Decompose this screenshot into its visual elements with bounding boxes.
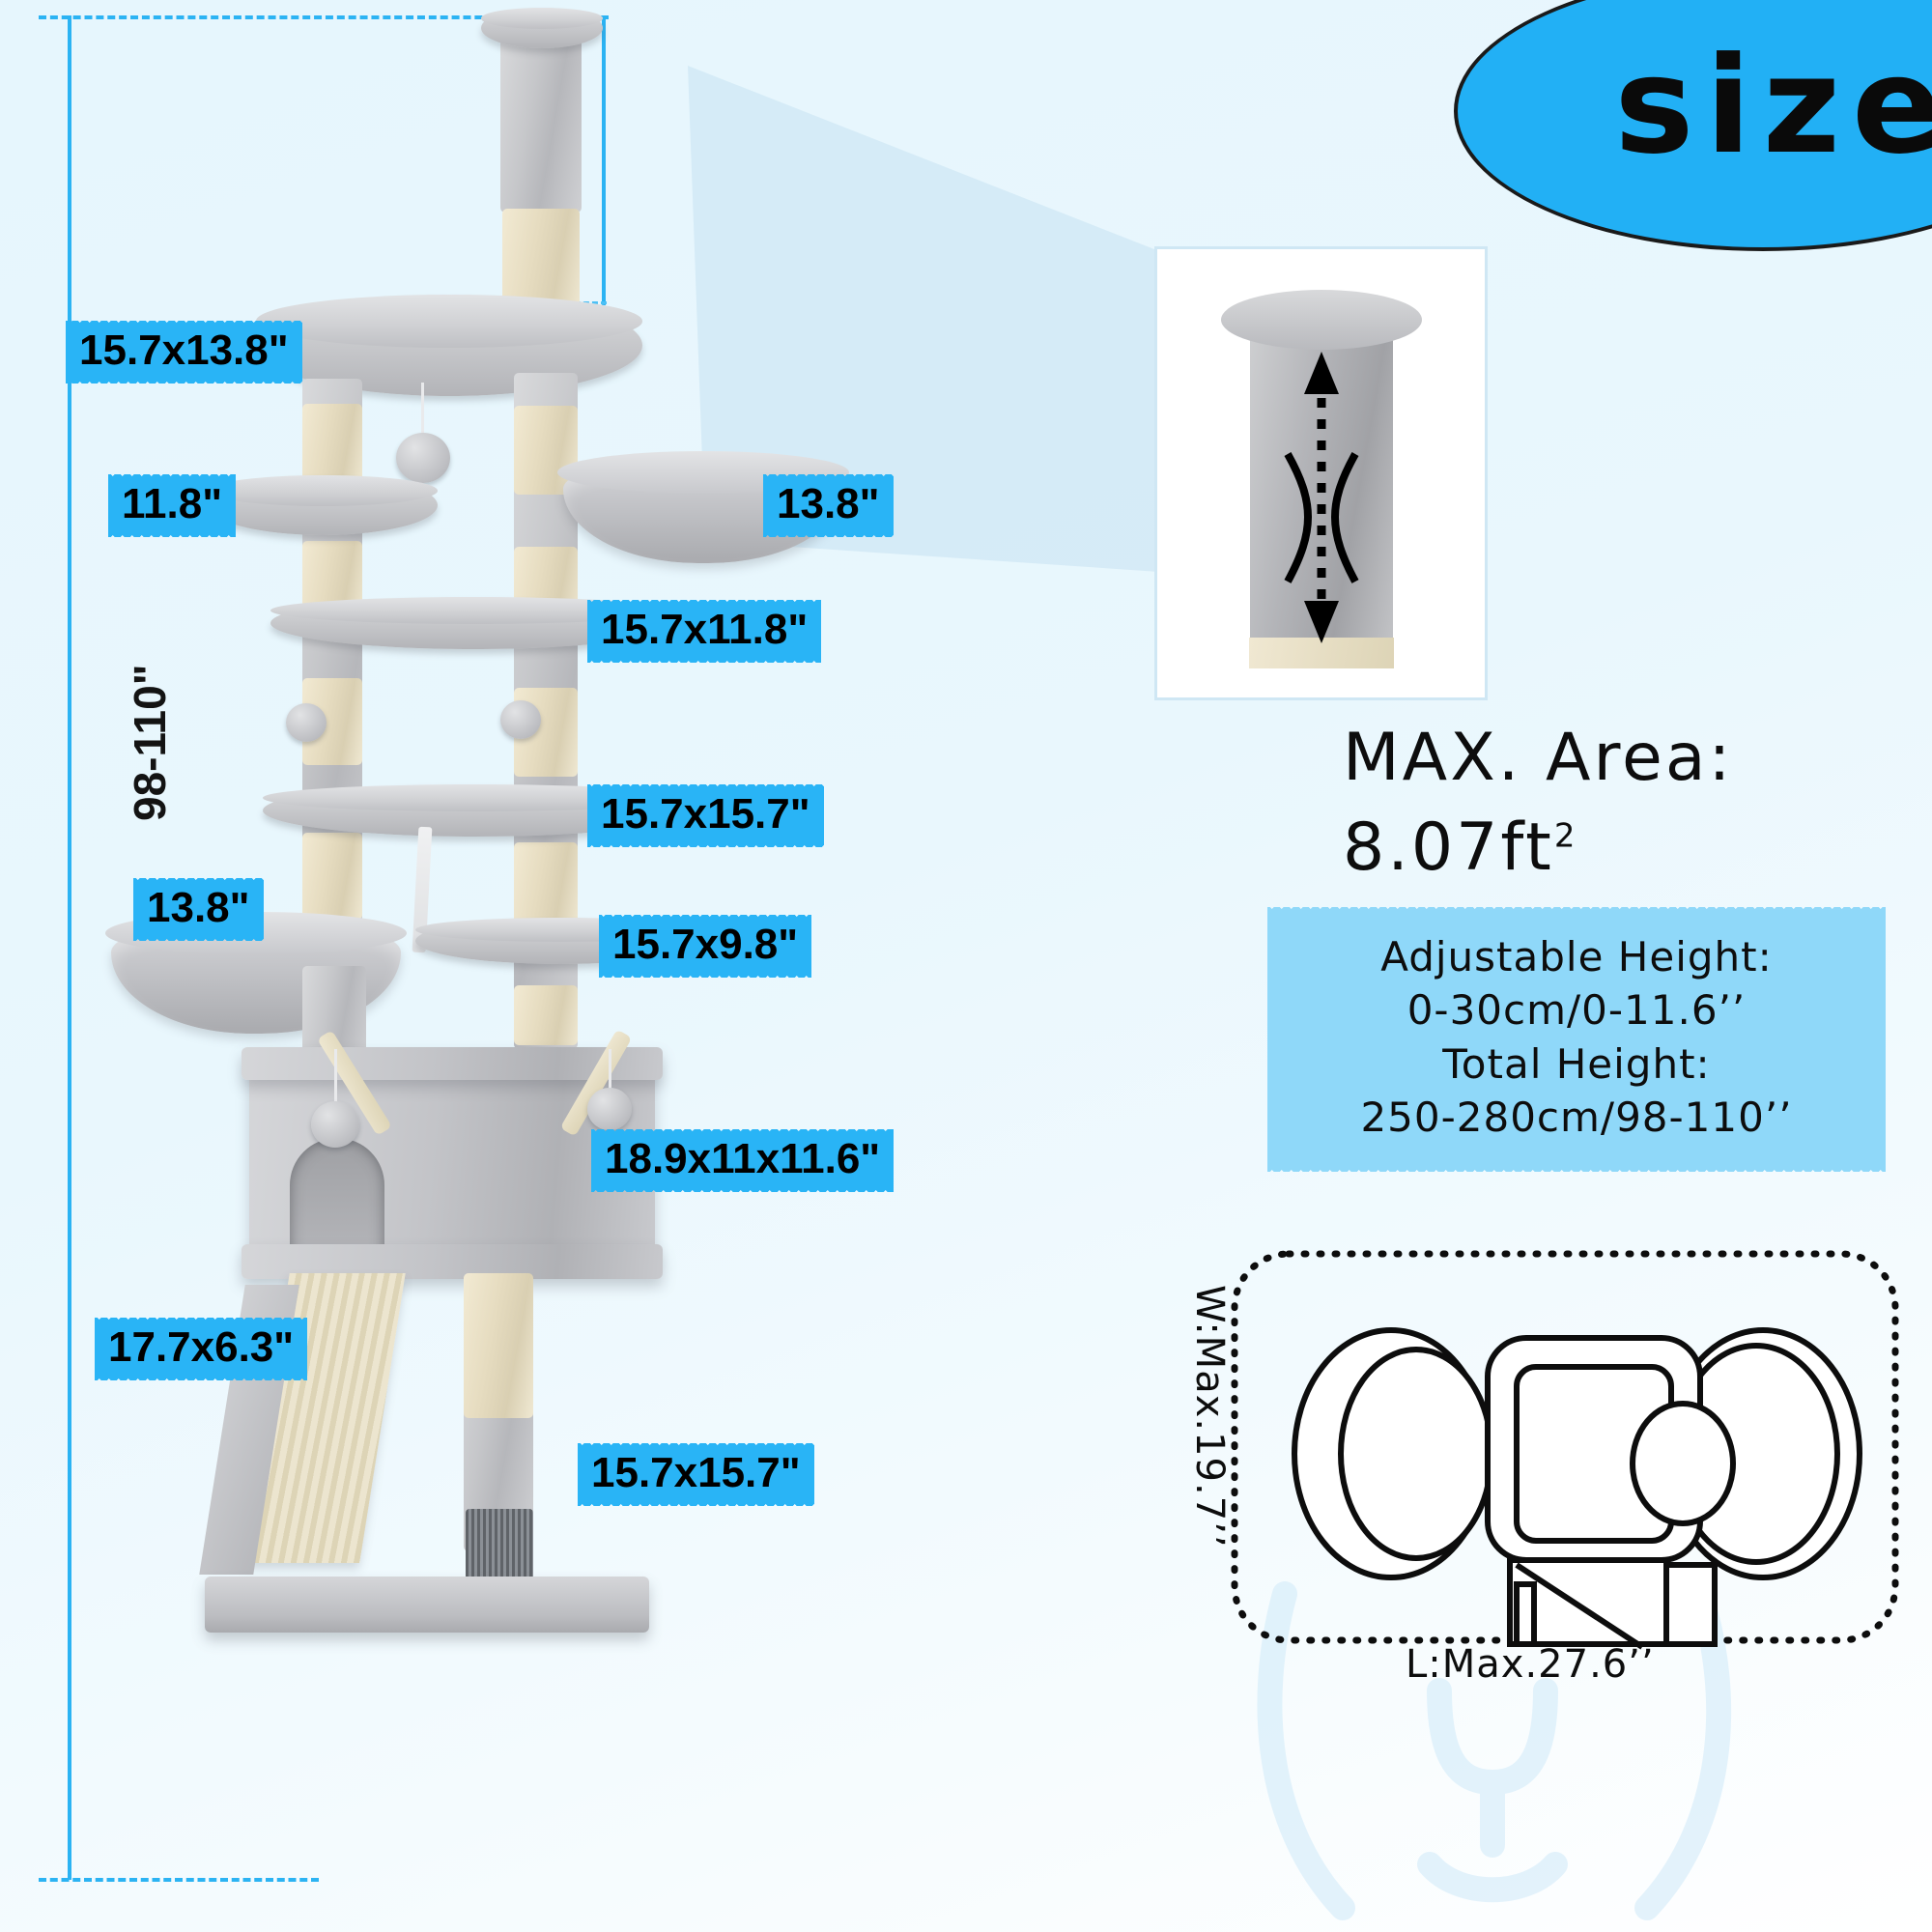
footprint-small-platform — [1630, 1401, 1736, 1526]
tag-hammock-left: 13.8" — [133, 884, 264, 941]
pole-top-cap — [481, 8, 603, 48]
footprint-diagram — [1231, 1250, 1899, 1650]
inset-pole-cap — [1220, 290, 1422, 350]
footprint-base-block — [1663, 1562, 1718, 1647]
tag-mid-platform-upper: 15.7x11.8" — [587, 606, 822, 663]
post-bottom-sisal — [464, 1273, 533, 1418]
max-area-heading: MAX. Area: 8.07ft2 — [1343, 720, 1903, 886]
max-area-line2: 8.07ft2 — [1343, 810, 1578, 886]
post-left-sisal-d — [302, 833, 362, 920]
pom-ball-mid-left — [286, 703, 327, 742]
spec-line-2: 0-30cm/0-11.6’’ — [1406, 986, 1747, 1035]
footprint-width-label: W:Max.19.7’’ — [1187, 1285, 1232, 1548]
guide-top-dashed — [39, 15, 609, 19]
tag-condo: 18.9x11x11.6" — [591, 1135, 895, 1192]
spec-line-1: Adjustable Height: — [1380, 933, 1773, 980]
tag-top-perch: 15.7x13.8" — [66, 327, 302, 384]
cat-tree-product-photo — [97, 0, 898, 1922]
footprint-length-label: L:Max.27.6’’ — [1406, 1642, 1655, 1687]
guide-bottom-dashed — [39, 1878, 319, 1882]
adjustable-pole — [500, 29, 582, 213]
up-down-arrow-icon — [1283, 352, 1359, 643]
pom-ball-mid-right — [500, 700, 541, 739]
max-area-exponent: 2 — [1553, 816, 1578, 856]
base-board — [205, 1577, 649, 1633]
footprint-ramp-edge — [1514, 1581, 1537, 1647]
size-badge-label: size — [1614, 27, 1932, 184]
pom-ball-condo-left — [311, 1101, 359, 1148]
max-area-line1: MAX. Area: — [1343, 720, 1734, 796]
adjustable-pole-inset — [1154, 246, 1488, 700]
post-right-sisal-d — [514, 842, 578, 931]
tag-hammock-right: 13.8" — [763, 480, 894, 537]
tag-base: 15.7x15.7" — [578, 1449, 814, 1506]
spec-line-3: Total Height: — [1442, 1039, 1711, 1088]
tag-small-platform: 11.8" — [108, 480, 237, 537]
pom-ball-top — [396, 433, 450, 483]
spec-panel: Adjustable Height: 0-30cm/0-11.6’’ Total… — [1267, 913, 1886, 1172]
pom-string-top — [421, 383, 424, 439]
pom-string-condo-right — [609, 1049, 611, 1092]
footprint-ramp-diagonal — [1515, 1562, 1644, 1650]
spec-line-4: 250-280cm/98-110’’ — [1360, 1094, 1793, 1142]
tag-ramp: 17.7x6.3" — [95, 1323, 308, 1380]
pom-ball-condo-right — [587, 1088, 632, 1130]
post-right-sisal-e — [514, 985, 578, 1045]
pom-string-condo-left — [334, 1049, 337, 1107]
footprint-boundary — [1231, 1250, 1899, 1644]
tag-mid-platform-lower: 15.7x15.7" — [587, 790, 824, 847]
footprint-hammock-left-inner — [1338, 1347, 1494, 1561]
small-round-platform — [208, 475, 438, 535]
size-badge: size — [1454, 0, 1932, 251]
guide-left-vertical — [68, 15, 71, 1880]
tag-low-platform: 15.7x9.8" — [599, 921, 812, 978]
guide-adjustable-vertical — [602, 15, 606, 305]
condo-entrance — [290, 1138, 384, 1262]
callout-beam — [688, 66, 1159, 572]
